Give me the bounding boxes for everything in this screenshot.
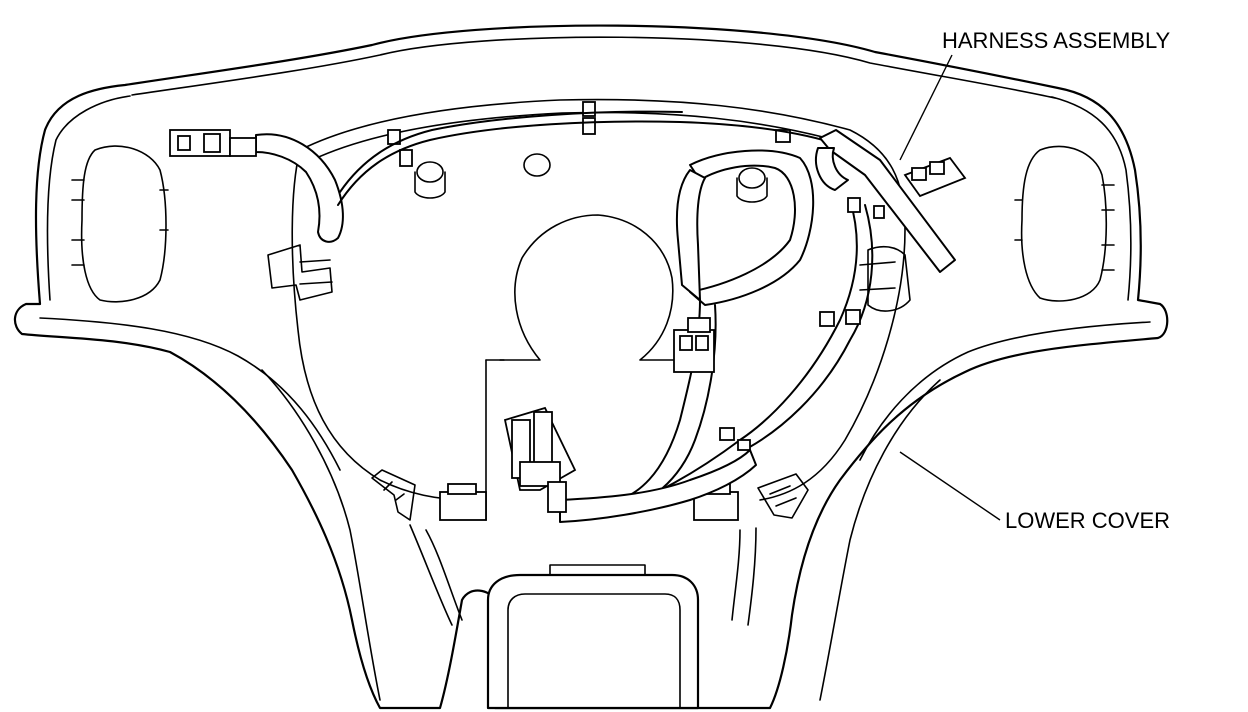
lower-cover-outline: [13, 24, 1169, 710]
right-snap-tab: [859, 245, 911, 312]
left-snap-tab: [267, 244, 333, 301]
right-side-opening: [1014, 145, 1115, 302]
inner-hub: [291, 98, 906, 521]
bottom-left-clips: [371, 469, 487, 626]
left-harness-connector: [169, 129, 257, 157]
mid-harness-connector: [673, 317, 715, 373]
harness-assembly-label: HARNESS ASSEMBLY: [942, 28, 1171, 53]
right-harness-connector: [903, 156, 967, 198]
harness-assembly-callout: HARNESS ASSEMBLY: [899, 28, 1171, 161]
lower-cover-callout: LOWER COVER: [899, 451, 1170, 533]
harness-left-tube: [255, 110, 831, 243]
large-harness-connector: [503, 406, 577, 513]
lower-cover-label: LOWER COVER: [1005, 508, 1170, 533]
harness-main-bundle: [559, 129, 956, 523]
left-side-opening: [71, 145, 169, 303]
bottom-center-bracket: [486, 564, 700, 710]
